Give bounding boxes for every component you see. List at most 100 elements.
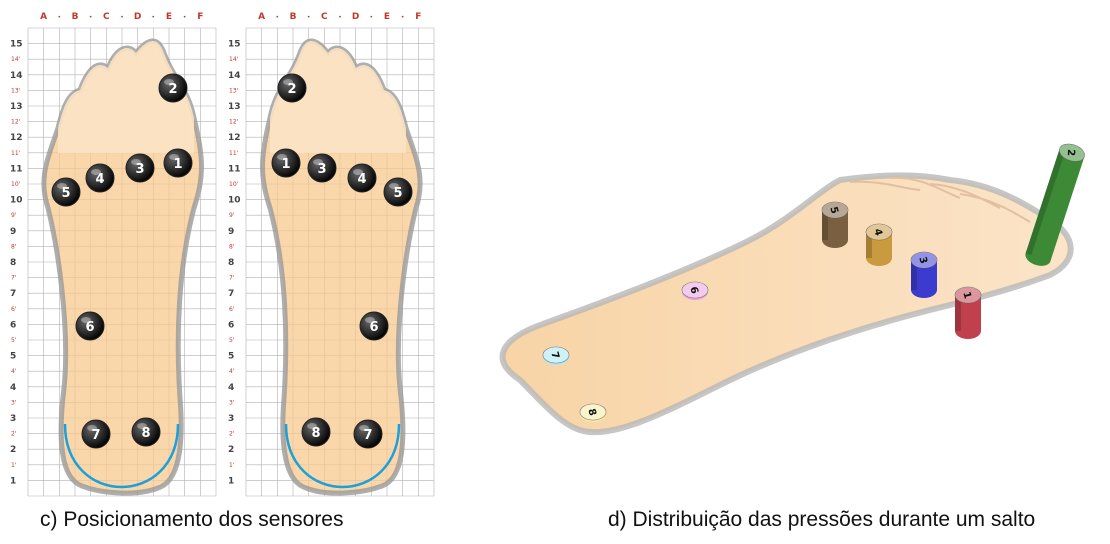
row-label: 10 [228, 196, 241, 206]
column-label: A [40, 12, 47, 22]
row-label: 15 [228, 40, 241, 50]
sensor-number: 4 [95, 172, 104, 187]
foot-3d-outline [499, 172, 1074, 436]
row-half-label: 12' [11, 119, 21, 126]
row-label: 1 [10, 476, 16, 486]
marker-number: 8 [585, 408, 597, 418]
column-half-marker: • [370, 14, 374, 21]
column-half-marker: • [276, 14, 280, 21]
row-labels: 1234567891011121314151'2'3'4'5'6'7'8'9'1… [10, 40, 23, 487]
row-label: 12 [228, 133, 241, 143]
column-half-marker: • [183, 14, 187, 21]
row-label: 11 [228, 164, 241, 174]
cylinder-base [911, 282, 937, 298]
column-label: C [103, 12, 110, 22]
caption-c: c) Posicionamento dos sensores [40, 508, 344, 531]
sensor-7: 7 [353, 419, 383, 449]
row-half-label: 9' [229, 212, 235, 219]
row-half-label: 6' [229, 306, 235, 313]
cylinder-top [542, 346, 570, 364]
toe-region [270, 40, 406, 153]
pressure-marker-4: 4 [865, 223, 893, 266]
column-label: D [352, 12, 359, 22]
pressure-marker-2: 2 [1025, 143, 1085, 266]
column-half-marker: • [89, 14, 93, 21]
sensor-number: 5 [393, 186, 402, 201]
marker-number: 3 [916, 256, 928, 266]
sensor-dot [125, 153, 155, 183]
sensor-7: 7 [81, 419, 111, 449]
pressure-marker-7: 7 [542, 346, 570, 365]
row-label: 13 [228, 102, 241, 112]
marker-number: 6 [687, 286, 699, 296]
heel-arc [284, 423, 401, 489]
sensor-8: 8 [301, 417, 331, 447]
column-label: F [415, 12, 421, 22]
column-label: B [72, 12, 79, 22]
sensor-number: 8 [311, 426, 320, 441]
column-half-marker: • [120, 14, 124, 21]
row-label: 5 [228, 352, 234, 362]
sensor-dot [383, 177, 413, 207]
sensor-dot [277, 73, 307, 103]
sensor-dot [85, 163, 115, 193]
row-half-label: 7' [11, 275, 17, 282]
column-label: C [321, 12, 328, 22]
row-half-label: 1' [11, 462, 17, 469]
sensor-number: 4 [357, 172, 366, 187]
row-label: 3 [10, 414, 16, 424]
cylinder-base [955, 323, 981, 339]
sensor-number: 6 [85, 320, 94, 335]
column-label: A [258, 12, 265, 22]
sensor-dot [359, 311, 389, 341]
column-half-marker: • [338, 14, 342, 21]
row-label: 13 [10, 102, 23, 112]
sensor-number: 1 [173, 157, 182, 172]
row-half-label: 2' [229, 431, 235, 438]
sensor-4: 4 [347, 163, 377, 193]
row-half-label: 11' [11, 150, 21, 157]
row-label: 9 [228, 227, 234, 237]
sensor-number: 1 [281, 157, 290, 172]
sensor-6: 6 [75, 311, 105, 341]
marker-number: 4 [871, 228, 883, 238]
row-label: 14 [10, 71, 23, 81]
row-half-label: 8' [11, 243, 17, 250]
sensor-number: 2 [287, 82, 296, 97]
sensor-1: 1 [163, 148, 193, 178]
sensor-dot [163, 148, 193, 178]
row-half-label: 10' [11, 181, 21, 188]
sensor-number: 8 [141, 426, 150, 441]
sensor-number: 3 [135, 162, 144, 177]
row-label: 7 [228, 289, 234, 299]
sensor-8: 8 [131, 417, 161, 447]
marker-number: 1 [960, 291, 972, 301]
cylinder-top [1059, 143, 1085, 162]
column-labels: A•B•C•D•E•F [258, 12, 421, 22]
sensor-dot [307, 153, 337, 183]
sensor-dot [158, 73, 188, 103]
sensor-1: 1 [271, 148, 301, 178]
row-half-label: 9' [11, 212, 17, 219]
row-labels: 1234567891011121314151'2'3'4'5'6'7'8'9'1… [228, 40, 241, 487]
row-half-label: 5' [229, 337, 235, 344]
sensor-number: 6 [369, 320, 378, 335]
sensor-number: 7 [363, 428, 372, 443]
sensor-2: 2 [158, 73, 188, 103]
cylinder-base [1025, 248, 1051, 266]
caption-d: d) Distribuição das pressões durante um … [608, 508, 1036, 531]
right-foot-grid-panel: A•B•C•D•E•F 1234567891011121314151'2'3'4… [228, 12, 435, 497]
sensor-dots: 1 2 3 45 6 7 8 [51, 73, 193, 449]
row-label: 4 [228, 383, 234, 393]
sensor-dot [75, 311, 105, 341]
row-label: 3 [228, 414, 234, 424]
row-label: 1 [228, 476, 234, 486]
row-label: 6 [10, 320, 16, 330]
sensor-5: 5 [51, 177, 81, 207]
row-half-label: 11' [229, 150, 239, 157]
row-half-label: 2' [11, 431, 17, 438]
cylinder-top [681, 281, 709, 299]
